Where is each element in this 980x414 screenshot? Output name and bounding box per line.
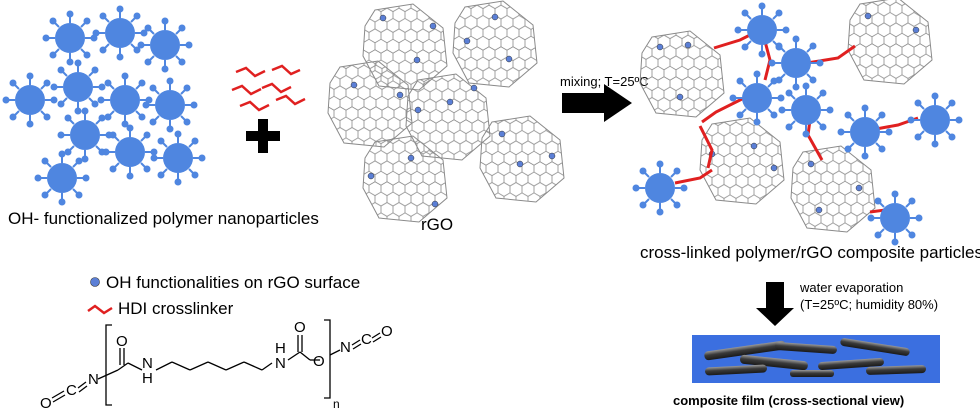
- polymer-nanoparticle: [149, 129, 207, 187]
- rgo-flake: [790, 145, 876, 233]
- rgo-flake: [405, 73, 491, 161]
- polymer-nanoparticles-group: [1, 4, 207, 207]
- polymer-nanoparticle: [41, 9, 99, 67]
- rgo-flake: [639, 30, 725, 118]
- legend-oh-label: OH functionalities on rGO surface: [106, 273, 360, 292]
- polymer-nanoparticle: [1, 71, 59, 129]
- polymer-nanoparticle: [91, 4, 149, 62]
- atom-n-left: N: [88, 371, 99, 388]
- polymer-nanoparticle: [906, 91, 964, 149]
- film-caption: composite film (cross-sectional view): [673, 393, 904, 408]
- hdi-structure: [51, 319, 382, 406]
- polymer-nanoparticle: [33, 149, 91, 207]
- polymer-nanoparticle: [836, 103, 894, 161]
- rgo-flakes-group: [327, 0, 565, 223]
- legend: OH functionalities on rGO surface HDI cr…: [87, 273, 360, 318]
- composite-caption: cross-linked polymer/rGO composite parti…: [640, 243, 980, 262]
- atom-carbonyl-o-1: O: [116, 333, 128, 350]
- legend-hdi-label: HDI crosslinker: [118, 299, 234, 318]
- atom-c-right: C: [361, 331, 372, 348]
- evaporation-label-line2: (T=25ºC; humidity 80%): [800, 297, 938, 312]
- composite-particles-group: [631, 0, 964, 247]
- rgo-flake: [362, 135, 448, 223]
- plus-sign: [246, 119, 280, 153]
- hdi-structure-atoms: O C N O N H N H O O N C O n: [40, 319, 393, 412]
- polymer-nanoparticle: [141, 76, 199, 134]
- polymer-nanoparticle: [777, 81, 835, 139]
- polymer-caption: OH- functionalized polymer nanoparticles: [8, 209, 319, 228]
- oh-dot-icon: [90, 277, 100, 287]
- film-rods: [704, 338, 926, 377]
- atom-carbonyl-o-2: O: [294, 319, 306, 336]
- atom-c-left: C: [66, 382, 77, 399]
- polymer-nanoparticle: [631, 159, 689, 217]
- atom-amide-h-1: H: [142, 370, 153, 387]
- mixing-condition-label: mixing; T=25ºC: [560, 74, 649, 89]
- polymer-nanoparticle: [728, 69, 786, 127]
- atom-o-left: O: [40, 395, 52, 412]
- mixing-arrow: [562, 84, 632, 122]
- polymer-nanoparticle: [49, 58, 107, 116]
- atom-n-right: N: [340, 339, 351, 356]
- rgo-caption: rGO: [421, 215, 453, 234]
- composite-film: [692, 335, 940, 383]
- rgo-flake: [362, 3, 448, 91]
- polymer-nanoparticle: [136, 16, 194, 74]
- polymer-nanoparticle: [866, 189, 924, 247]
- evaporation-label-line1: water evaporation: [799, 280, 903, 295]
- hdi-crosslinkers-group: [231, 64, 306, 112]
- atom-amide-n-1: N: [142, 355, 153, 372]
- polymer-nanoparticle: [96, 71, 154, 129]
- crosslinker-swatch-icon: [87, 304, 113, 315]
- rgo-flake: [327, 60, 413, 148]
- repeat-subscript-n: n: [333, 397, 340, 411]
- evaporation-arrow: [756, 282, 794, 326]
- atom-amide-h-2: H: [275, 340, 286, 357]
- rgo-flake: [699, 117, 785, 205]
- rgo-flake: [452, 0, 538, 88]
- polymer-nanoparticle: [101, 123, 159, 181]
- atom-amide-n-2: N: [275, 355, 286, 372]
- rgo-flake: [479, 115, 565, 203]
- rgo-flake: [847, 0, 933, 85]
- atom-ester-o: O: [313, 353, 325, 370]
- atom-o-right: O: [381, 323, 393, 340]
